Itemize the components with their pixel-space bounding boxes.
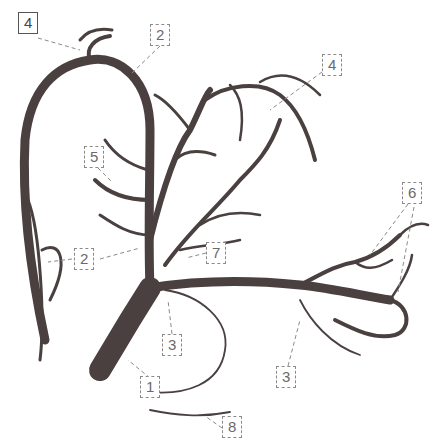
callout-number: 2	[150, 24, 170, 46]
callout-number: 5	[84, 146, 104, 168]
callout-number: 1	[140, 376, 160, 398]
callout-number: 2	[74, 248, 94, 270]
callout-number: 4	[18, 12, 38, 34]
callout-number: 4	[322, 54, 342, 76]
leader-lines	[38, 38, 414, 428]
callout-number: 8	[222, 416, 242, 438]
callout-number: 6	[402, 182, 422, 204]
callout-number: 7	[206, 242, 226, 264]
callout-number: 3	[162, 334, 182, 356]
callout-number: 3	[276, 366, 296, 388]
